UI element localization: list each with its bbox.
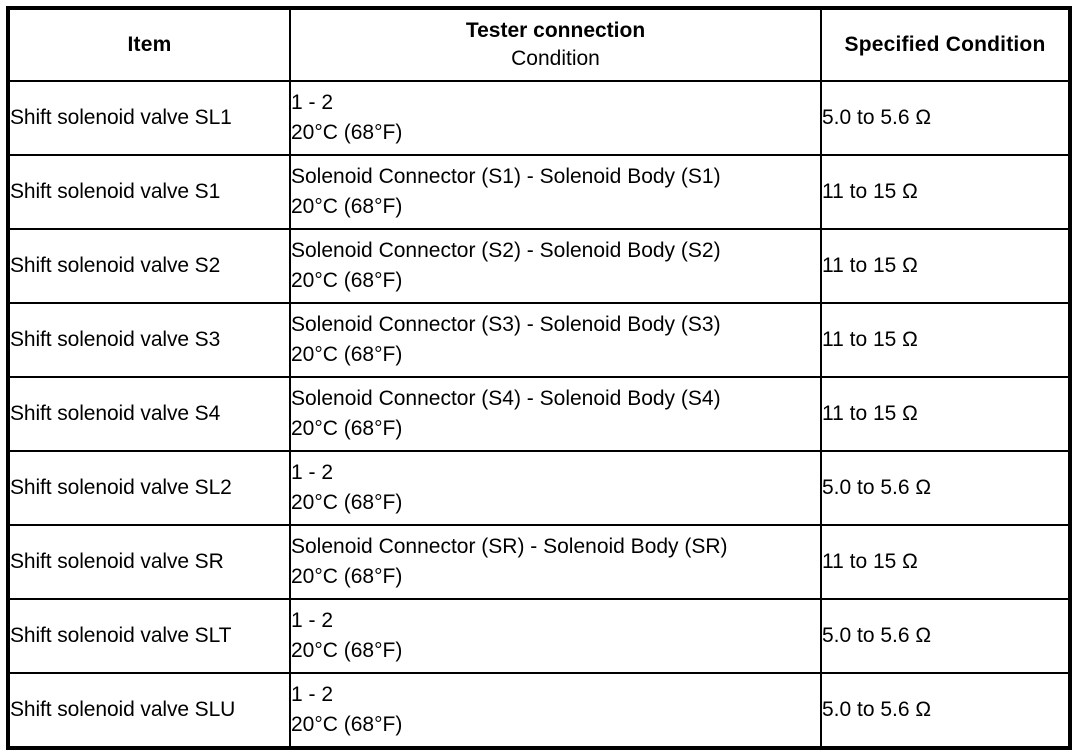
table-row: Shift solenoid valve SLU 1 - 2 20°C (68°… — [7, 672, 1071, 749]
table-row: Shift solenoid valve SL1 1 - 2 20°C (68°… — [7, 80, 1071, 156]
cell-specified-condition: 5.0 to 5.6 Ω — [820, 80, 1071, 156]
cell-tester-connection: 1 - 2 20°C (68°F) — [289, 672, 822, 749]
connection-text: 1 - 2 — [291, 461, 334, 485]
temperature-text: 20°C (68°F) — [291, 491, 403, 514]
cell-item: Shift solenoid valve S4 — [7, 376, 291, 452]
column-header-tester-connection-line: Tester connection — [465, 19, 646, 43]
cell-item: Shift solenoid valve SLT — [7, 598, 291, 674]
cell-tester-connection: Solenoid Connector (S3) - Solenoid Body … — [289, 302, 822, 378]
cell-tester-connection: Solenoid Connector (S4) - Solenoid Body … — [289, 376, 822, 452]
connection-text: Solenoid Connector (SR) - Solenoid Body … — [291, 535, 728, 559]
temperature-text: 20°C (68°F) — [291, 269, 403, 292]
table-row: Shift solenoid valve S1 Solenoid Connect… — [7, 154, 1071, 230]
cell-specified-condition: 5.0 to 5.6 Ω — [820, 672, 1071, 749]
temperature-text: 20°C (68°F) — [291, 195, 403, 218]
solenoid-specification-table: Item Tester connection Condition Specifi… — [6, 6, 1072, 750]
table-header-row: Item Tester connection Condition Specifi… — [7, 7, 1071, 82]
temperature-text: 20°C (68°F) — [291, 121, 403, 144]
cell-tester-connection: 1 - 2 20°C (68°F) — [289, 450, 822, 526]
cell-tester-connection: Solenoid Connector (S2) - Solenoid Body … — [289, 228, 822, 304]
table-row: Shift solenoid valve S4 Solenoid Connect… — [7, 376, 1071, 452]
column-header-tester-connection-condition: Tester connection Condition — [289, 7, 822, 82]
cell-specified-condition: 5.0 to 5.6 Ω — [820, 450, 1071, 526]
connection-text: 1 - 2 — [291, 91, 334, 115]
table-row: Shift solenoid valve S2 Solenoid Connect… — [7, 228, 1071, 304]
table-header: Item Tester connection Condition Specifi… — [7, 7, 1071, 82]
connection-text: 1 - 2 — [291, 609, 334, 633]
table-row: Shift solenoid valve SR Solenoid Connect… — [7, 524, 1071, 600]
table-row: Shift solenoid valve SL2 1 - 2 20°C (68°… — [7, 450, 1071, 526]
cell-item: Shift solenoid valve S3 — [7, 302, 291, 378]
cell-tester-connection: Solenoid Connector (SR) - Solenoid Body … — [289, 524, 822, 600]
cell-item: Shift solenoid valve SL2 — [7, 450, 291, 526]
table-body: Shift solenoid valve SL1 1 - 2 20°C (68°… — [7, 80, 1071, 749]
table-row: Shift solenoid valve SLT 1 - 2 20°C (68°… — [7, 598, 1071, 674]
cell-specified-condition: 11 to 15 Ω — [820, 376, 1071, 452]
cell-tester-connection: 1 - 2 20°C (68°F) — [289, 80, 822, 156]
table-row: Shift solenoid valve S3 Solenoid Connect… — [7, 302, 1071, 378]
cell-specified-condition: 11 to 15 Ω — [820, 154, 1071, 230]
temperature-text: 20°C (68°F) — [291, 713, 403, 736]
cell-tester-connection: 1 - 2 20°C (68°F) — [289, 598, 822, 674]
connection-text: Solenoid Connector (S1) - Solenoid Body … — [291, 165, 721, 189]
temperature-text: 20°C (68°F) — [291, 639, 403, 662]
column-header-item: Item — [7, 7, 291, 82]
connection-text: Solenoid Connector (S4) - Solenoid Body … — [291, 387, 721, 411]
connection-text: Solenoid Connector (S3) - Solenoid Body … — [291, 313, 721, 337]
column-header-specified-condition: Specified Condition — [820, 7, 1071, 82]
cell-tester-connection: Solenoid Connector (S1) - Solenoid Body … — [289, 154, 822, 230]
cell-item: Shift solenoid valve SLU — [7, 672, 291, 749]
cell-item: Shift solenoid valve S1 — [7, 154, 291, 230]
temperature-text: 20°C (68°F) — [291, 417, 403, 440]
temperature-text: 20°C (68°F) — [291, 343, 403, 366]
column-header-condition-line: Condition — [511, 47, 600, 70]
cell-item: Shift solenoid valve SL1 — [7, 80, 291, 156]
temperature-text: 20°C (68°F) — [291, 565, 403, 588]
cell-specified-condition: 11 to 15 Ω — [820, 302, 1071, 378]
connection-text: Solenoid Connector (S2) - Solenoid Body … — [291, 239, 721, 263]
cell-item: Shift solenoid valve SR — [7, 524, 291, 600]
cell-specified-condition: 11 to 15 Ω — [820, 228, 1071, 304]
cell-specified-condition: 5.0 to 5.6 Ω — [820, 598, 1071, 674]
cell-item: Shift solenoid valve S2 — [7, 228, 291, 304]
cell-specified-condition: 11 to 15 Ω — [820, 524, 1071, 600]
connection-text: 1 - 2 — [291, 683, 334, 707]
